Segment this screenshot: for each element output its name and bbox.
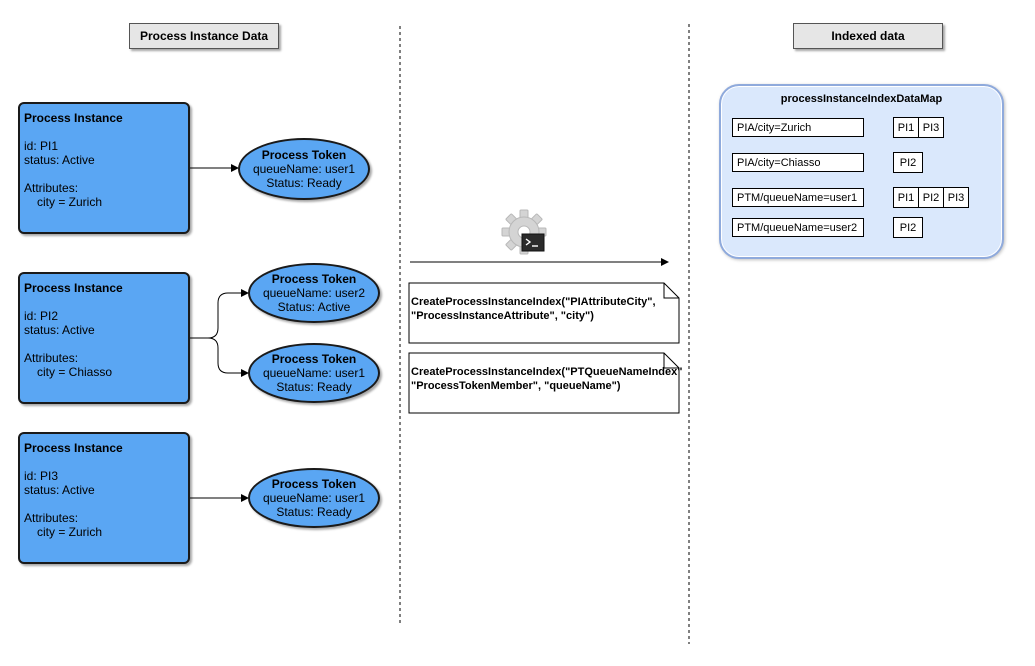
operation-line: CreateProcessInstanceIndex("PIAttributeC… (411, 296, 656, 308)
edge-pi2-token3 (190, 337, 249, 377)
gear-terminal-icon (501, 209, 547, 255)
pi-title: Process Instance (24, 111, 123, 125)
operation-line: "ProcessTokenMember", "queueName") (411, 380, 621, 392)
process-token-1: Process Token queueName: user1 Status: R… (238, 138, 370, 200)
index-key: PIA/city=Zurich (732, 118, 864, 137)
token-status: Status: Ready (266, 176, 342, 190)
operation-line: CreateProcessInstanceIndex("PTQueueNameI… (411, 366, 683, 378)
index-key: PTM/queueName=user2 (732, 218, 864, 237)
header-indexed-data: Indexed data (793, 23, 943, 49)
operation-note-2: CreateProcessInstanceIndex("PTQueueNameI… (409, 361, 683, 397)
pi-attribute: city = Chiasso (37, 365, 113, 379)
token-title: Process Token (261, 148, 347, 162)
index-value: PI1 (893, 187, 919, 208)
index-key: PIA/city=Chiasso (732, 153, 864, 172)
index-value: PI3 (943, 187, 969, 208)
note-fold-1 (663, 283, 679, 299)
pi-attributes-label: Attributes: (24, 511, 79, 525)
process-token-2: Process Token queueName: user2 Status: A… (248, 263, 380, 323)
note-fold-2 (663, 353, 679, 369)
note-shape-2 (408, 352, 680, 414)
process-instance-2: Process Instance id: PI2 status: Active … (18, 272, 190, 404)
pi-attributes-label: Attributes: (24, 181, 79, 195)
note-shape-1 (408, 282, 680, 344)
pi-id: id: PI1 (24, 139, 59, 153)
token-title: Process Token (271, 477, 357, 491)
token-queue: queueName: user1 (262, 491, 366, 505)
token-status: Status: Ready (276, 505, 352, 519)
pi-attribute: city = Zurich (37, 195, 103, 209)
header-process-instance-data: Process Instance Data (129, 23, 279, 49)
pi-attributes-label: Attributes: (24, 351, 79, 365)
index-value: PI2 (918, 187, 944, 208)
pi-status: status: Active (24, 323, 95, 337)
index-value: PI3 (918, 117, 944, 138)
pi-status: status: Active (24, 483, 95, 497)
token-queue: queueName: user1 (252, 162, 356, 176)
process-token-3: Process Token queueName: user1 Status: R… (248, 343, 380, 403)
process-token-4: Process Token queueName: user1 Status: R… (248, 468, 380, 528)
operation-line: "ProcessInstanceAttribute", "city") (411, 310, 594, 322)
pi-attribute: city = Zurich (37, 525, 103, 539)
token-queue: queueName: user1 (262, 366, 366, 380)
token-title: Process Token (271, 352, 357, 366)
index-value: PI2 (893, 152, 923, 173)
token-status: Status: Ready (276, 380, 352, 394)
header-label: Indexed data (831, 29, 905, 43)
pi-id: id: PI2 (24, 309, 59, 323)
pi-title: Process Instance (24, 281, 123, 295)
pi-id: id: PI3 (24, 469, 59, 483)
index-value: PI1 (893, 117, 919, 138)
edge-pi2-token2 (190, 289, 249, 339)
index-key: PTM/queueName=user1 (732, 188, 864, 207)
token-queue: queueName: user2 (262, 286, 366, 300)
token-status: Status: Active (277, 300, 351, 314)
operation-note-1: CreateProcessInstanceIndex("PIAttributeC… (409, 291, 681, 327)
pi-status: status: Active (24, 153, 95, 167)
header-label: Process Instance Data (139, 29, 269, 43)
index-map-title: processInstanceIndexDataMap (780, 93, 943, 105)
token-title: Process Token (271, 272, 357, 286)
process-instance-1: Process Instance id: PI1 status: Active … (18, 102, 190, 234)
pi-title: Process Instance (24, 441, 123, 455)
index-value: PI2 (893, 217, 923, 238)
process-instance-3: Process Instance id: PI3 status: Active … (18, 432, 190, 564)
